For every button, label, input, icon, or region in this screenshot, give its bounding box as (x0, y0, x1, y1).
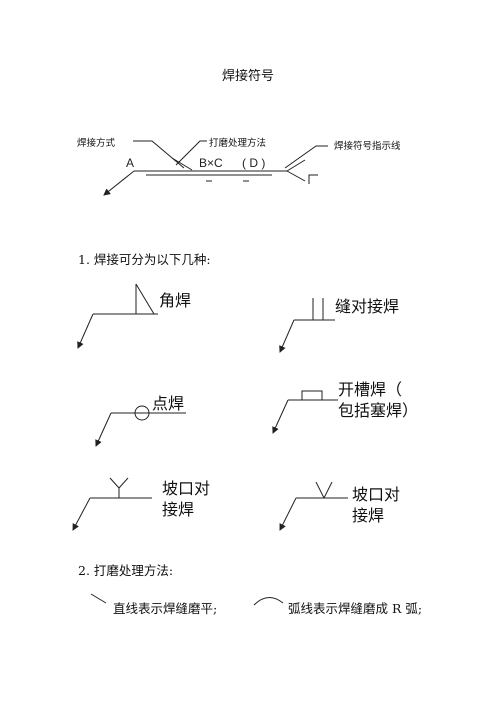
flag-box (308, 174, 318, 184)
label-slot-weld-1: 开槽焊（ (338, 380, 403, 399)
grinding-mark (171, 157, 193, 171)
section1-heading: 1. 焊接可分为以下几种: (78, 252, 211, 267)
straight-grind-mark (90, 593, 107, 604)
symbol-d: ( D ) (242, 156, 265, 170)
label-bevel-y-1: 坡口对 (162, 479, 211, 498)
leader-pointer (284, 145, 328, 169)
tail-lower (286, 170, 306, 182)
symbol-a: A (126, 156, 134, 170)
spot-weld-symbol (95, 405, 186, 447)
page-title: 焊接符号 (221, 69, 274, 84)
bevel-v-weld-symbol (279, 481, 348, 531)
bevel-y-weld-symbol (72, 477, 152, 531)
label-butt-weld: 缝对接焊 (335, 297, 400, 316)
spot-circle (134, 405, 150, 421)
label-grinding-method: 打磨处理方法 (209, 138, 267, 149)
label-slot-weld-2: 包括塞焊） (338, 401, 419, 420)
label-bevel-v-1: 坡口对 (352, 485, 401, 504)
arc-line-desc: 弧线表示焊缝磨成 R 弧; (288, 601, 423, 616)
label-pointer-line: 焊接符号指示线 (334, 141, 401, 152)
slot-rect (301, 390, 323, 401)
arrow-line (103, 170, 135, 196)
tail-upper (286, 159, 306, 172)
main-weld-symbol: A B×C ( D ) (103, 140, 328, 196)
butt-weld-symbol (279, 298, 335, 353)
section2-heading: 2. 打磨处理方法: (78, 563, 174, 578)
slot-weld-symbol (272, 390, 338, 434)
label-bevel-v-2: 接焊 (352, 506, 385, 525)
label-bevel-y-2: 接焊 (162, 500, 195, 519)
symbol-bxc: B×C (199, 156, 223, 170)
leader-grinding (175, 140, 207, 166)
label-spot-weld: 点焊 (152, 394, 185, 413)
label-weld-method: 焊接方式 (77, 138, 116, 149)
fillet-weld-symbol (77, 283, 158, 349)
straight-line-desc: 直线表示焊缝磨平; (113, 601, 218, 616)
arc-grind-mark (253, 597, 284, 606)
label-fillet-weld: 角焊 (159, 291, 192, 310)
